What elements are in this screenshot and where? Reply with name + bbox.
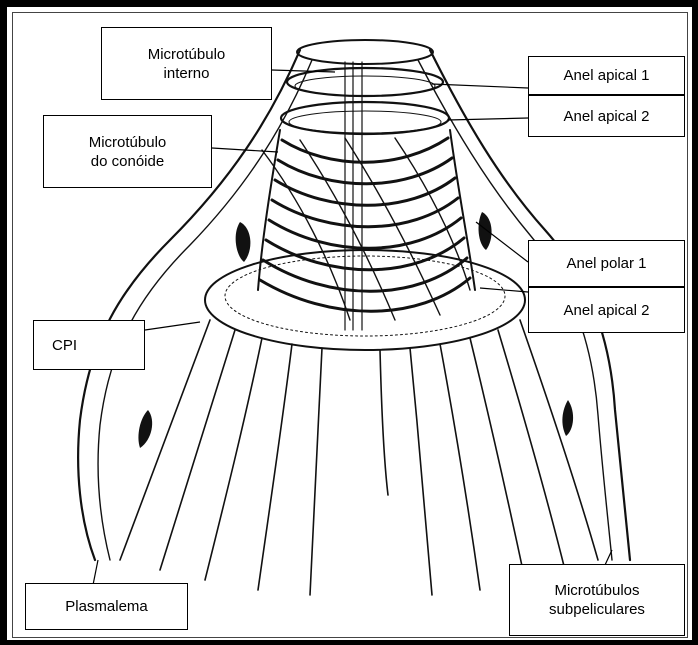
apical-ring-2-inner bbox=[289, 111, 441, 133]
conoid-left-edge bbox=[258, 130, 280, 290]
subpellicular-mt bbox=[160, 330, 235, 570]
subpellicular-mt bbox=[380, 350, 388, 495]
label-microtubulo-interno: Microtúbulo interno bbox=[101, 27, 272, 100]
subpellicular-mt bbox=[440, 344, 480, 590]
subpellicular-mt bbox=[205, 338, 262, 580]
label-anel-polar-1: Anel polar 1 bbox=[528, 240, 685, 287]
conoid-fiber bbox=[272, 198, 458, 227]
polar-ring bbox=[205, 250, 525, 350]
conoid-fiber bbox=[269, 218, 461, 248]
leader-cpi bbox=[145, 322, 200, 330]
dense-body-lower-right bbox=[562, 400, 573, 436]
label-plasmalema: Plasmalema bbox=[25, 583, 188, 630]
label-anel-apical-2-bottom: Anel apical 2 bbox=[528, 287, 685, 333]
subpellicular-mt bbox=[410, 348, 432, 595]
conoid-fiber bbox=[263, 258, 467, 291]
subpellicular-mt bbox=[498, 330, 565, 570]
subpellicular-mt bbox=[258, 344, 292, 590]
label-anel-apical-1: Anel apical 1 bbox=[528, 56, 685, 95]
conoid-spiral bbox=[300, 140, 395, 320]
leader-microtubulos-subpeliculares bbox=[605, 550, 612, 565]
subpellicular-mt bbox=[520, 320, 598, 560]
apical-ring-1-inner bbox=[295, 76, 435, 96]
dense-body-left bbox=[236, 222, 251, 262]
leader-anel-apical-2-top bbox=[448, 118, 528, 120]
label-cpi: CPI bbox=[33, 320, 145, 370]
pellicle-apex-ring bbox=[297, 40, 433, 64]
subpellicular-mt bbox=[310, 348, 322, 595]
conoid-spiral bbox=[262, 150, 350, 320]
subpellicular-mt bbox=[470, 338, 525, 580]
dense-body-right bbox=[479, 212, 492, 250]
label-microtubulo-conoide: Microtúbulo do conóide bbox=[43, 115, 212, 188]
label-microtubulos-subpeliculares: Microtúbulos subpeliculares bbox=[509, 564, 685, 636]
conoid-fiber bbox=[260, 278, 470, 311]
dense-body-lower-left bbox=[138, 410, 152, 448]
leader-anel-apical-1 bbox=[432, 84, 528, 88]
label-anel-apical-2-top: Anel apical 2 bbox=[528, 95, 685, 137]
